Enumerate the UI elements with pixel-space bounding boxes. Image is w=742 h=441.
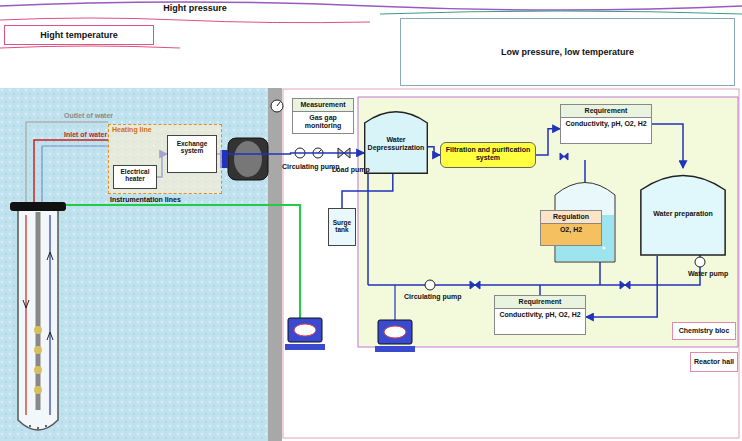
pipe-connector [586,256,657,317]
box-text: Gas gap monitoring [293,112,353,132]
process-box: Low pressure, low temperature [400,18,735,86]
pool [0,88,270,441]
process-box: Heating lineElectrical heater Exchange sy… [108,124,222,194]
box-text: Hight temperature [5,30,153,40]
pipe-connector [652,124,683,168]
box-text: Chemistry bloc [673,327,735,335]
chemistry-panel [358,97,738,347]
tank-node: Water preparation [640,168,726,256]
wall [268,88,282,441]
part-label: Inlet of water [64,131,107,139]
wall-penetration [220,138,268,180]
box-text: Low pressure, low temperature [401,47,734,57]
box-text: Hight pressure [140,3,250,13]
pipe-connector [428,147,440,155]
part-label: Circulating pump [282,163,340,171]
process-box: Exchange system [167,135,217,173]
box-header: Regulation [541,211,601,224]
process-box: Surge tank [328,208,356,246]
box-text: O2, H2 [541,224,601,236]
box-text: Conductivity, pH, O2, H2 [561,118,651,130]
hall-outline [283,89,739,438]
box-header: Measurement [293,99,353,112]
box-header: Requirement [561,105,651,118]
box-text: Water preparation [640,210,726,218]
process-box: Hight temperature [4,25,154,45]
computers [285,318,415,352]
process-box: Electrical heater [113,165,157,189]
pipe-connector [217,153,364,154]
tank-node: Water Depressurization [364,106,428,174]
box-text: Exchange system [169,140,215,155]
box-text: Water Depressurization [364,136,428,152]
autoclave [10,202,66,430]
box-header: Requirement [495,296,585,309]
part-label: Circulating pump [404,293,462,301]
requirement-box: RegulationO2, H2 [540,210,602,246]
requirement-box: RequirementConductivity, pH, O2, H2 [494,295,586,335]
process-box: Reactor hall [690,352,738,372]
pipe-connector [342,174,393,208]
box-text: Surge tank [329,219,355,234]
part-label: Instrumentation lines [110,196,181,204]
box-text: Electrical heater [115,168,155,183]
part-label: Water pump [688,270,728,278]
pipe-connector [536,129,560,155]
pumps-valves [271,100,705,290]
process-box: Chemistry bloc [672,322,736,340]
requirement-box: RequirementConductivity, pH, O2, H2 [560,104,652,144]
box-text: Filtration and purification system [443,146,533,162]
box-text: Reactor hall [691,358,737,366]
box-text: Heating line [112,126,218,134]
process-box: Hight pressure [140,3,250,19]
box-text: Conductivity, pH, O2, H2 [495,309,585,321]
process-box: Filtration and purification system [440,142,536,168]
part-label: Load pump [332,166,370,174]
part-label: Outlet of water [64,112,113,120]
requirement-box: MeasurementGas gap monitoring [292,98,354,134]
pipes [26,122,700,320]
